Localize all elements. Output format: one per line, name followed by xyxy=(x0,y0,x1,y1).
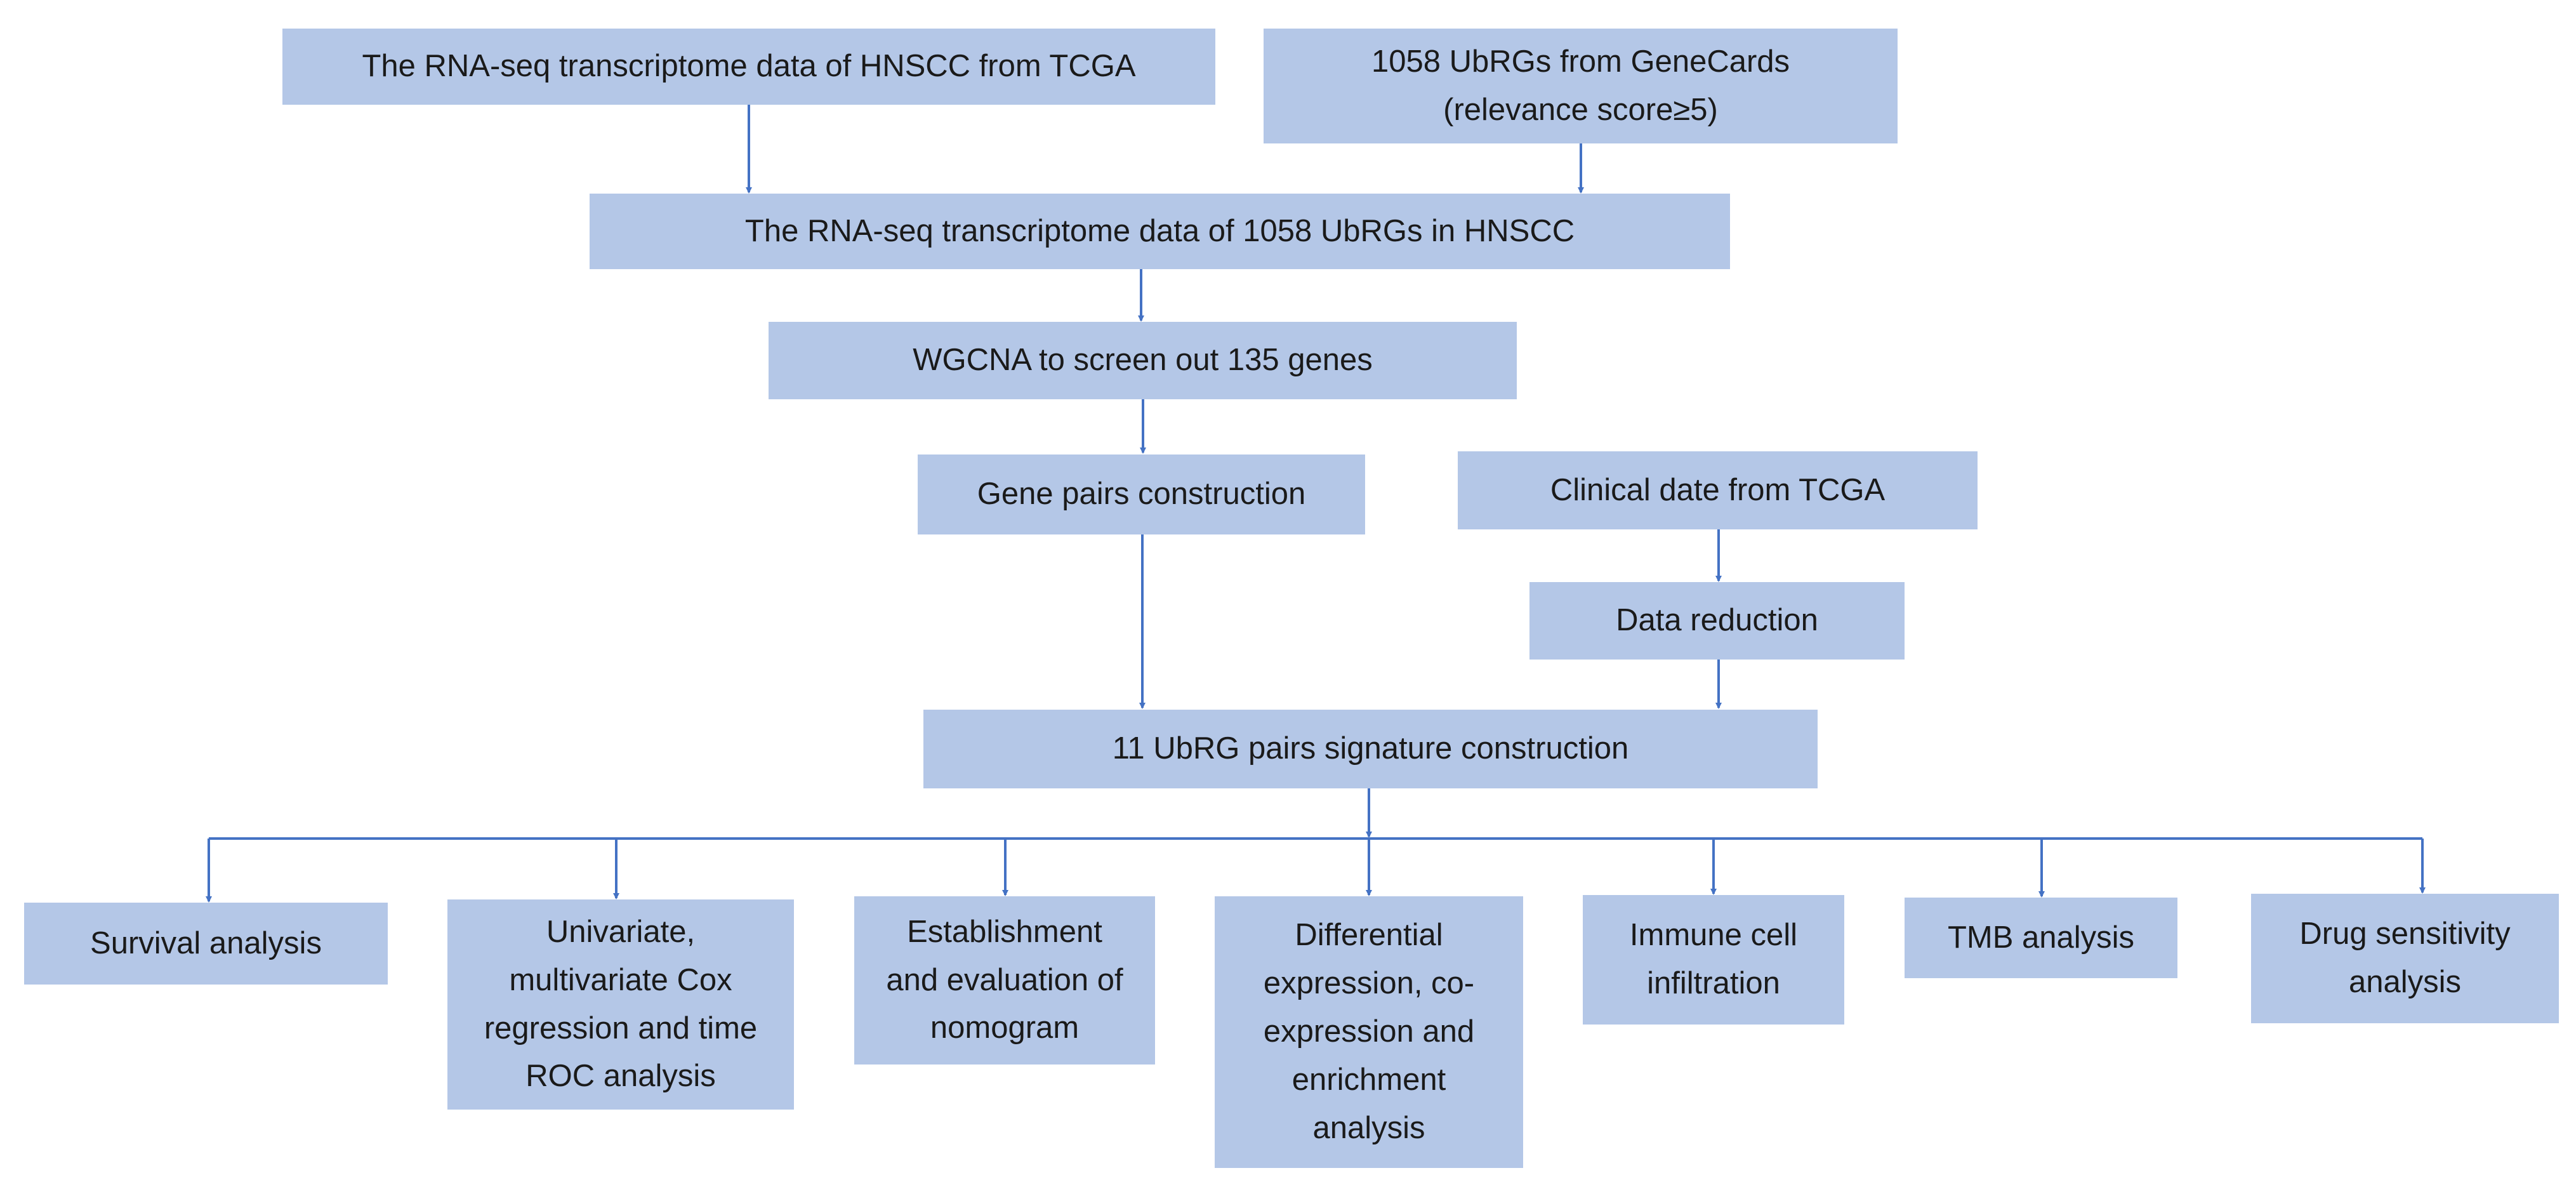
genecards-label: 1058 UbRGs from GeneCards (relevance sco… xyxy=(1371,44,1790,127)
survival-label: Survival analysis xyxy=(90,925,322,960)
data-reduction-label: Data reduction xyxy=(1616,603,1818,638)
drug-box: Drug sensitivity analysis xyxy=(2251,894,2559,1023)
survival-box: Survival analysis xyxy=(24,903,388,985)
wgcna-box: WGCNA to screen out 135 genes xyxy=(769,322,1517,399)
wgcna-label: WGCNA to screen out 135 genes xyxy=(913,343,1373,378)
drug-label: Drug sensitivity analysis xyxy=(2299,917,2511,999)
genecards-box: 1058 UbRGs from GeneCards (relevance sco… xyxy=(1264,29,1898,143)
tmb-label: TMB analysis xyxy=(1947,920,2135,955)
signature-box: 11 UbRG pairs signature construction xyxy=(923,710,1818,788)
differential-box: Differential expression, co- expression … xyxy=(1215,896,1523,1168)
cox-label: Univariate, multivariate Cox regression … xyxy=(484,914,758,1094)
clinical-label: Clinical date from TCGA xyxy=(1550,472,1886,507)
ubrg-rnaseq-label: The RNA-seq transcriptome data of 1058 U… xyxy=(744,213,1575,248)
clinical-box: Clinical date from TCGA xyxy=(1458,451,1978,529)
gene-pairs-label: Gene pairs construction xyxy=(977,477,1306,512)
tcga-rnaseq-label: The RNA-seq transcriptome data of HNSCC … xyxy=(362,49,1136,84)
immune-box: Immune cell infiltration xyxy=(1583,895,1844,1025)
gene-pairs-box: Gene pairs construction xyxy=(918,454,1365,534)
tcga-rnaseq-box: The RNA-seq transcriptome data of HNSCC … xyxy=(282,29,1215,105)
nomogram-label: Establishment and evaluation of nomogram xyxy=(886,914,1123,1045)
cox-box: Univariate, multivariate Cox regression … xyxy=(447,899,794,1110)
signature-label: 11 UbRG pairs signature construction xyxy=(1112,731,1629,766)
data-reduction-box: Data reduction xyxy=(1529,582,1905,660)
immune-label: Immune cell infiltration xyxy=(1629,918,1798,1000)
tmb-box: TMB analysis xyxy=(1905,898,2177,978)
ubrg-rnaseq-box: The RNA-seq transcriptome data of 1058 U… xyxy=(590,194,1730,269)
nomogram-box: Establishment and evaluation of nomogram xyxy=(854,896,1155,1065)
differential-label: Differential expression, co- expression … xyxy=(1263,918,1475,1145)
